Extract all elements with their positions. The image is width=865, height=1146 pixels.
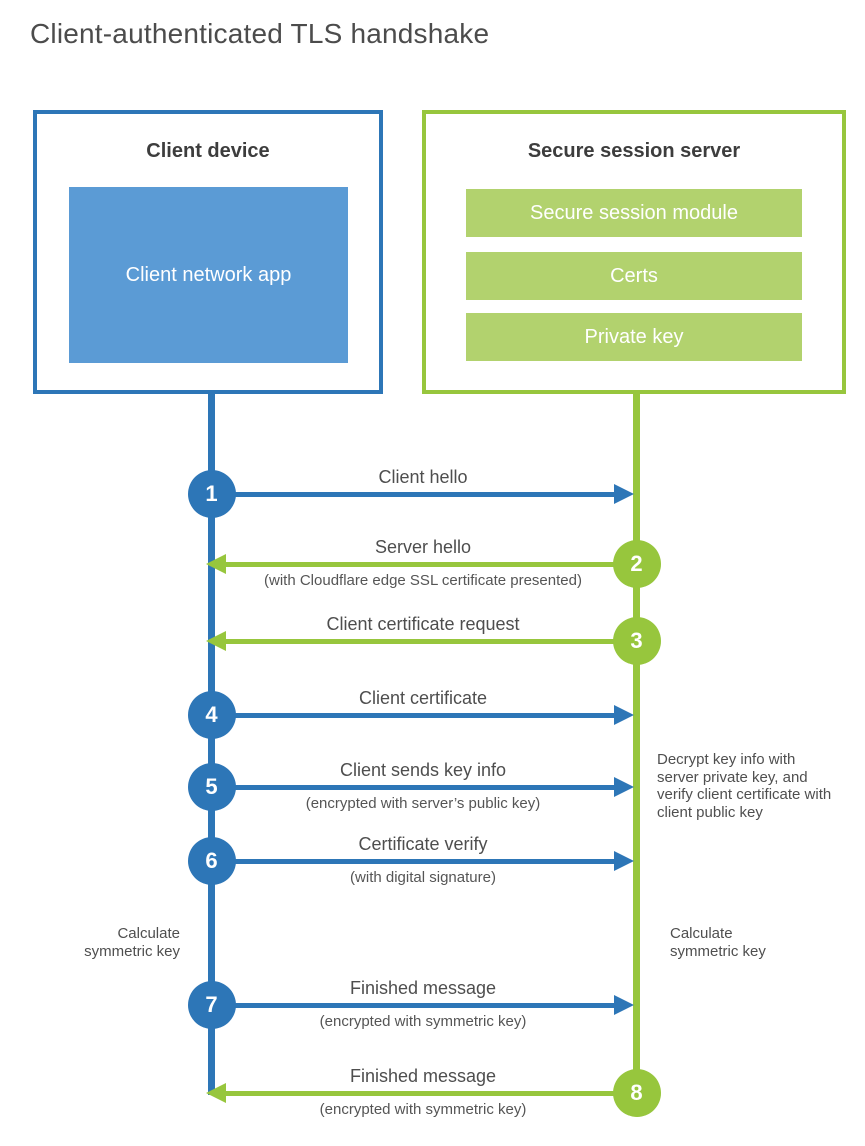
message-step-number: 2 [630,551,643,576]
message-step-circle: 2 [612,540,661,588]
message-arrowhead [614,484,634,504]
client-network-app-label: Client network app [125,264,292,286]
message-label: Client sends key info [339,760,507,780]
decrypt-note: Decrypt key info with server private key… [657,751,832,821]
message-arrowhead [614,851,634,871]
message-step-number: 4 [205,702,218,727]
message-arrow-line [211,785,615,790]
message-arrow-line [211,859,615,864]
message-step-circle: 8 [612,1069,661,1117]
message-arrowhead [614,777,634,797]
client-device-title: Client device [146,140,270,162]
message-sublabel: (encrypted with symmetric key) [319,1013,527,1030]
message-label: Finished message [349,978,497,998]
message-step-circle: 6 [187,837,236,885]
message-arrow-line [226,562,636,567]
message-sublabel: (encrypted with server’s public key) [305,795,541,812]
calculate-symmetric-key-left: Calculate symmetric key [84,925,180,960]
calculate-symmetric-key-right: Calculate symmetric key [670,925,766,960]
message-arrow-line [211,492,615,497]
message-step-number: 7 [205,992,218,1017]
server-module-bar: Secure session module [466,189,802,237]
message-step-circle: 7 [187,981,236,1029]
message-arrow-line [226,639,636,644]
message-sublabel: (with Cloudflare edge SSL certificate pr… [264,572,582,589]
message-arrow-line [211,1003,615,1008]
message-step-number: 3 [630,628,643,653]
message-step-circle: 5 [187,763,236,811]
client-lifeline [208,391,215,1095]
page-title: Client-authenticated TLS handshake [30,18,490,49]
message-step-number: 5 [205,774,218,799]
message-step-number: 8 [630,1080,643,1105]
message-arrowhead [206,1083,226,1103]
message-label: Finished message [349,1066,497,1086]
message-step-number: 1 [205,481,218,506]
message-arrow-line [226,1091,636,1096]
message-label: Client certificate request [326,614,520,634]
secure-session-server-title: Secure session server [527,140,741,162]
server-module-bar: Private key [466,313,802,361]
message-arrowhead [206,554,226,574]
message-arrowhead [614,705,634,725]
server-module-bar: Certs [466,252,802,300]
message-step-circle: 4 [187,691,236,739]
server-lifeline [633,391,640,1093]
message-label: Certificate verify [358,834,488,854]
message-step-circle: 1 [187,470,236,518]
message-step-circle: 3 [612,617,661,665]
message-arrowhead [614,995,634,1015]
message-step-number: 6 [205,848,218,873]
message-label: Client certificate [358,688,488,708]
message-label: Server hello [374,537,472,557]
message-arrowhead [206,631,226,651]
message-arrow-line [211,713,615,718]
message-sublabel: (encrypted with symmetric key) [319,1101,527,1118]
client-network-app-box: Client network app [69,187,348,363]
message-label: Client hello [378,467,468,487]
message-sublabel: (with digital signature) [350,869,496,886]
